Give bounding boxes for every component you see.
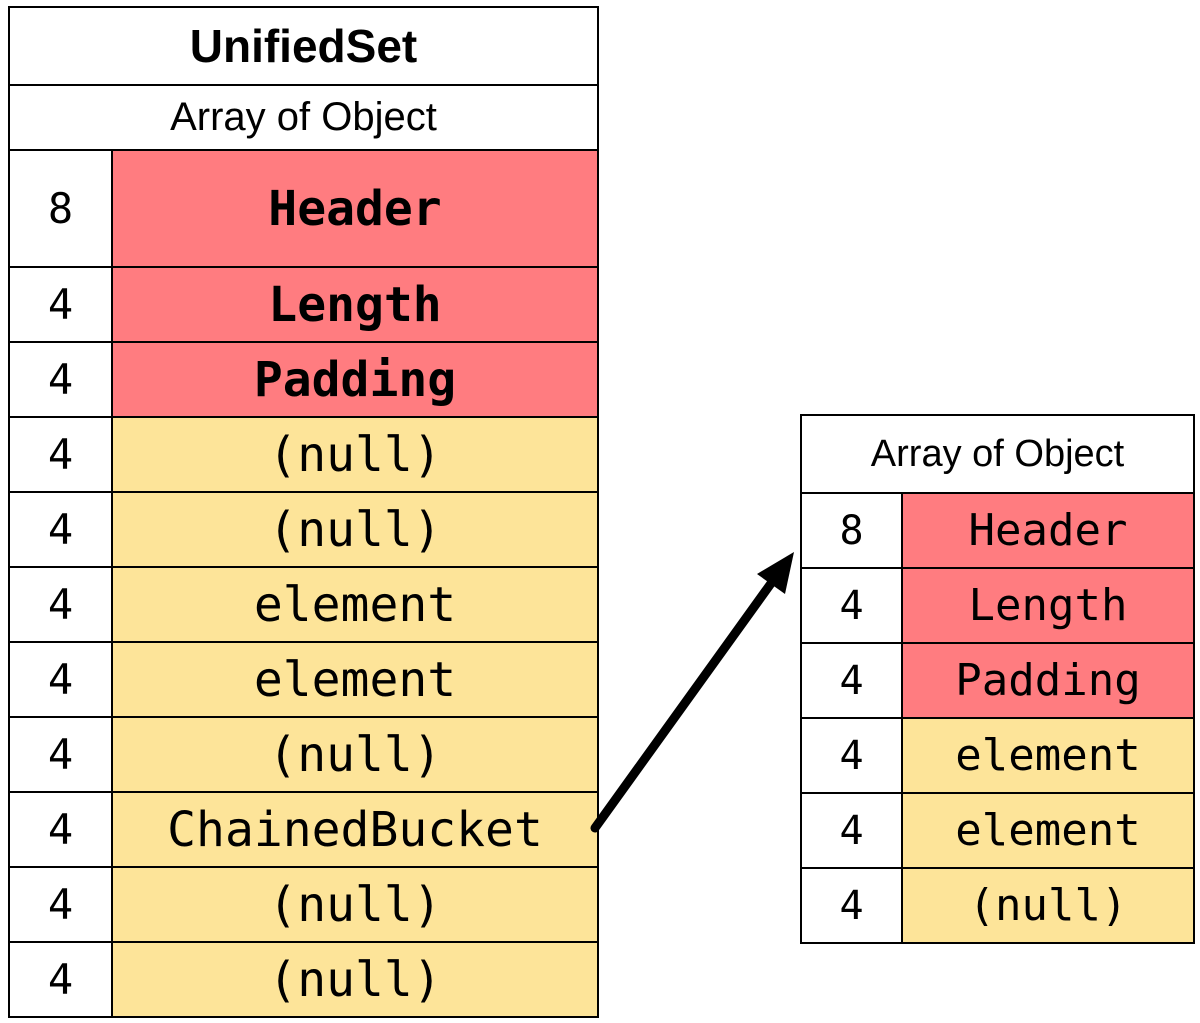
byte-size: 4 (800, 642, 903, 719)
table-subtitle-row: Array of Object (799, 414, 1196, 494)
field-padding: Padding (111, 341, 599, 418)
slot-element: element (111, 566, 599, 643)
table-title: UnifiedSet (8, 6, 599, 86)
slot-null: (null) (900, 867, 1196, 944)
memory-row-padding: 4 Padding (800, 642, 1196, 719)
field-header: Header (111, 149, 599, 268)
slot-null: (null) (111, 941, 599, 1018)
unified-set-table: UnifiedSet Array of Object 8 Header 4 Le… (8, 6, 599, 1018)
memory-row-slot: 4 (null) (8, 866, 599, 943)
memory-row-slot: 4 (null) (8, 491, 599, 568)
byte-size: 4 (8, 866, 113, 943)
byte-size: 4 (8, 641, 113, 718)
slot-null: (null) (111, 716, 599, 793)
arrow-head (757, 552, 794, 594)
memory-row-length: 4 Length (800, 567, 1196, 644)
memory-row-slot: 4 (null) (8, 416, 599, 493)
table-title-row: UnifiedSet (8, 6, 599, 86)
field-length: Length (900, 567, 1196, 644)
slot-chained-bucket: ChainedBucket (111, 791, 599, 868)
slot-element: element (900, 792, 1196, 869)
memory-row-header: 8 Header (800, 492, 1196, 569)
byte-size: 4 (8, 791, 113, 868)
table-subtitle: Array of Object (8, 84, 599, 151)
field-length: Length (111, 266, 599, 343)
byte-size: 8 (800, 492, 903, 569)
table-subtitle-row: Array of Object (8, 84, 599, 151)
memory-row-slot: 4 element (800, 717, 1196, 794)
memory-row-length: 4 Length (8, 266, 599, 343)
slot-null: (null) (111, 491, 599, 568)
byte-size: 4 (800, 792, 903, 869)
slot-null: (null) (111, 416, 599, 493)
byte-size: 4 (800, 567, 903, 644)
slot-null: (null) (111, 866, 599, 943)
slot-element: element (111, 641, 599, 718)
field-padding: Padding (900, 642, 1196, 719)
byte-size: 4 (8, 566, 113, 643)
memory-row-slot: 4 (null) (800, 867, 1196, 944)
byte-size: 4 (8, 341, 113, 418)
byte-size: 4 (8, 716, 113, 793)
table-subtitle: Array of Object (799, 414, 1196, 494)
memory-row-slot: 4 (null) (8, 716, 599, 793)
slot-element: element (900, 717, 1196, 794)
byte-size: 4 (800, 867, 903, 944)
memory-row-slot: 4 element (8, 566, 599, 643)
memory-row-slot: 4 (null) (8, 941, 599, 1018)
memory-row-padding: 4 Padding (8, 341, 599, 418)
arrow-shaft (590, 577, 777, 833)
byte-size: 8 (8, 149, 113, 268)
memory-row-slot: 4 element (800, 792, 1196, 869)
memory-row-header: 8 Header (8, 149, 599, 268)
byte-size: 4 (8, 266, 113, 343)
byte-size: 4 (8, 491, 113, 568)
memory-row-slot: 4 ChainedBucket (8, 791, 599, 868)
byte-size: 4 (8, 941, 113, 1018)
byte-size: 4 (800, 717, 903, 794)
byte-size: 4 (8, 416, 113, 493)
field-header: Header (900, 492, 1196, 569)
memory-row-slot: 4 element (8, 641, 599, 718)
chained-bucket-table: Array of Object 8 Header 4 Length 4 Padd… (799, 414, 1196, 944)
